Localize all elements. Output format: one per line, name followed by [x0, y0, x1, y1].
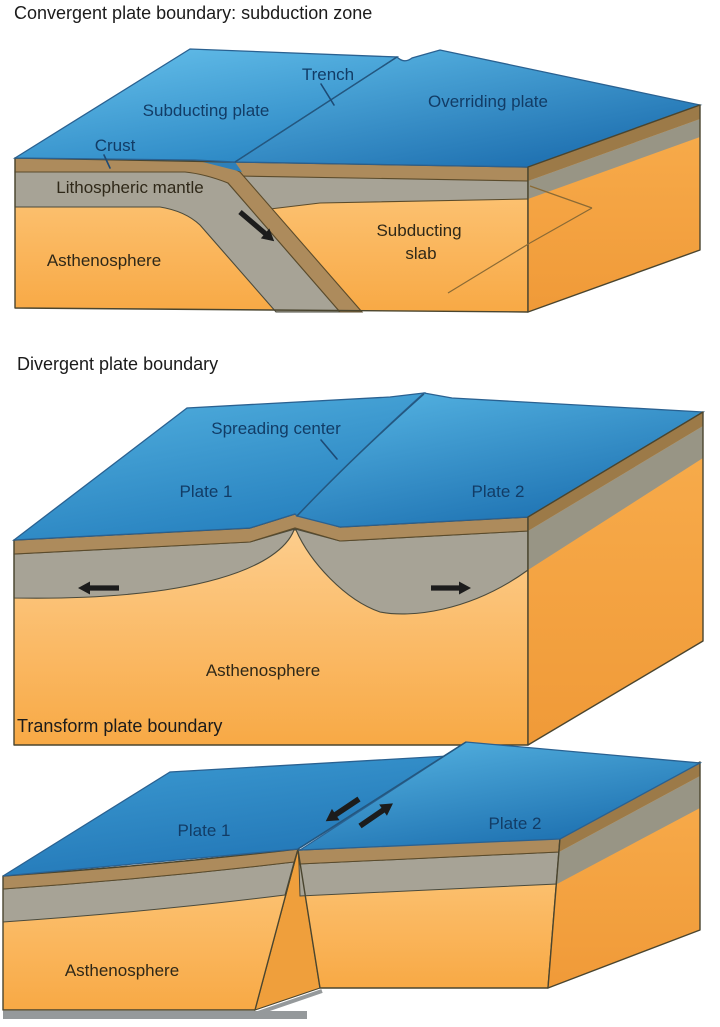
plate2-shear-arrow	[358, 803, 393, 829]
ground-shadow-bar	[3, 1011, 307, 1019]
slab-motion-arrow	[238, 210, 275, 242]
label-subducting-slab-line1: Subducting	[376, 221, 461, 240]
transform-right-crust-strip	[559, 762, 700, 852]
plate2-shear-arrow-shape	[358, 803, 393, 829]
transform-fault-line	[297, 741, 467, 850]
divergent-right-crust-strip	[528, 412, 703, 531]
label-overriding-plate: Overriding plate	[428, 92, 548, 111]
label-subducting-slab-line2: slab	[405, 244, 436, 263]
label-plate2-divergent: Plate 2	[472, 482, 525, 501]
divergent-right-outline	[527, 411, 704, 746]
label-plate1-divergent: Plate 1	[180, 482, 233, 501]
panel-title-convergent: Convergent plate boundary: subduction zo…	[14, 3, 373, 23]
slab-extension-lower-line	[529, 207, 593, 244]
panel-title-transform: Transform plate boundary	[17, 716, 223, 736]
trench-pointer-line	[320, 83, 335, 106]
plate1-motion-arrow-shape	[78, 581, 119, 595]
overriding-mantle-front	[237, 176, 528, 209]
overriding-plate-surface	[232, 49, 703, 168]
spreading-center-pointer-line	[320, 439, 338, 460]
label-trench: Trench	[302, 65, 354, 84]
convergent-right-outline	[527, 104, 701, 313]
overriding-crust-front	[235, 162, 528, 181]
plate1-shear-arrow-shape	[325, 796, 361, 822]
divergent-right-mantle-strip	[528, 426, 703, 570]
plate2-motion-arrow-shape	[431, 581, 471, 595]
panel-transform: Plate 1 Plate 2 Asthenosphere	[2, 741, 703, 1019]
trench-line	[234, 56, 398, 163]
convergent-right-crust-strip	[528, 105, 700, 181]
label-subducting-plate: Subducting plate	[143, 101, 270, 120]
label-lithospheric-mantle: Lithospheric mantle	[56, 178, 203, 197]
slab-motion-arrow-shape	[238, 210, 275, 242]
spreading-center-line	[296, 393, 425, 517]
overriding-mantle-bottom-line	[269, 198, 529, 210]
label-crust: Crust	[95, 136, 136, 155]
label-asthenosphere-transform: Asthenosphere	[65, 961, 179, 980]
subducting-slab-extension-lines	[447, 185, 593, 294]
plate1-shear-arrow	[325, 796, 361, 822]
divergent-mantle-front	[13, 528, 529, 615]
convergent-right-mantle-strip	[528, 119, 700, 199]
overriding-crust-bottom-line	[236, 175, 529, 182]
crust-pointer-line	[103, 154, 111, 169]
plate2-motion-arrow	[431, 581, 471, 595]
slab-extension-front-line	[447, 242, 531, 294]
ground-shadow-diagonal	[254, 989, 323, 1016]
plate1-motion-arrow	[78, 581, 119, 595]
panel-title-divergent: Divergent plate boundary	[17, 354, 219, 374]
transform-right-mantle-strip	[557, 776, 700, 884]
label-plate1-transform: Plate 1	[178, 821, 231, 840]
slab-extension-upper-line	[529, 185, 593, 209]
trench-surface-wedge	[195, 160, 242, 172]
label-plate2-transform: Plate 2	[489, 814, 542, 833]
label-asthenosphere-divergent: Asthenosphere	[206, 661, 320, 680]
label-asthenosphere-convergent: Asthenosphere	[47, 251, 161, 270]
panel-divergent: Spreading center Plate 1 Plate 2 Astheno…	[11, 392, 706, 746]
panel-convergent: Subducting plate Overriding plate Trench…	[12, 48, 703, 313]
label-spreading-center: Spreading center	[211, 419, 341, 438]
